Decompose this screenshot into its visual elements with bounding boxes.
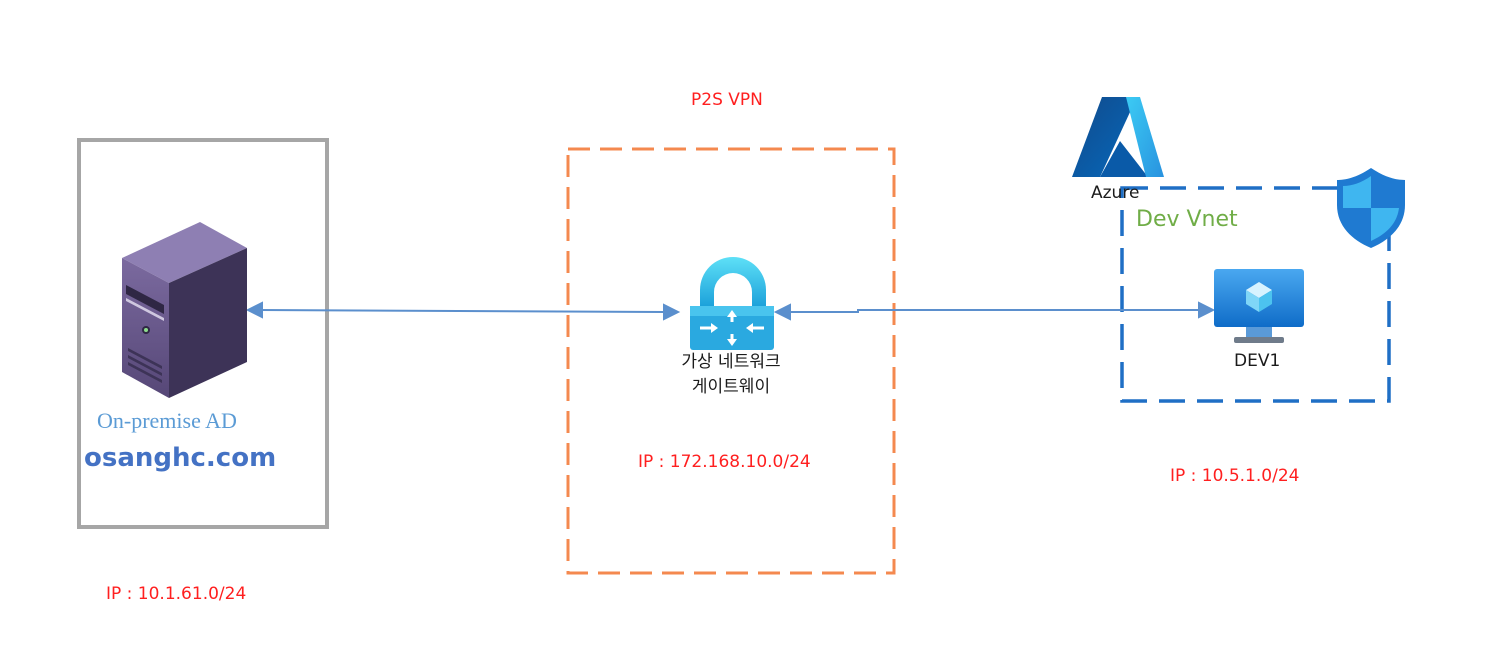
onprem-ip: IP : 10.1.61.0/24 xyxy=(106,584,246,604)
vnet-box xyxy=(1120,186,1391,403)
connector-gateway-vm xyxy=(773,301,1216,321)
gateway-label-line2: 게이트웨이 xyxy=(692,377,770,397)
azure-logo-icon xyxy=(1072,97,1164,177)
vnet-label: Dev Vnet xyxy=(1136,207,1238,232)
vpn-box xyxy=(566,147,896,575)
vm-icon xyxy=(1214,269,1304,343)
onprem-domain: osanghc.com xyxy=(84,443,276,473)
gateway-label-line1: 가상 네트워크 xyxy=(681,352,780,372)
shield-icon xyxy=(1337,168,1405,248)
onprem-box xyxy=(77,138,329,529)
azure-ip: IP : 10.5.1.0/24 xyxy=(1170,466,1299,486)
server-icon xyxy=(122,222,247,398)
vpn-ip: IP : 172.168.10.0/24 xyxy=(638,452,811,472)
onprem-title: On-premise AD xyxy=(97,408,237,433)
connector-onprem-gateway xyxy=(245,301,681,321)
vpn-gateway-icon xyxy=(690,257,774,350)
vpn-label: P2S VPN xyxy=(691,90,763,110)
vm-label: DEV1 xyxy=(1234,351,1280,371)
azure-label: Azure xyxy=(1091,183,1139,203)
